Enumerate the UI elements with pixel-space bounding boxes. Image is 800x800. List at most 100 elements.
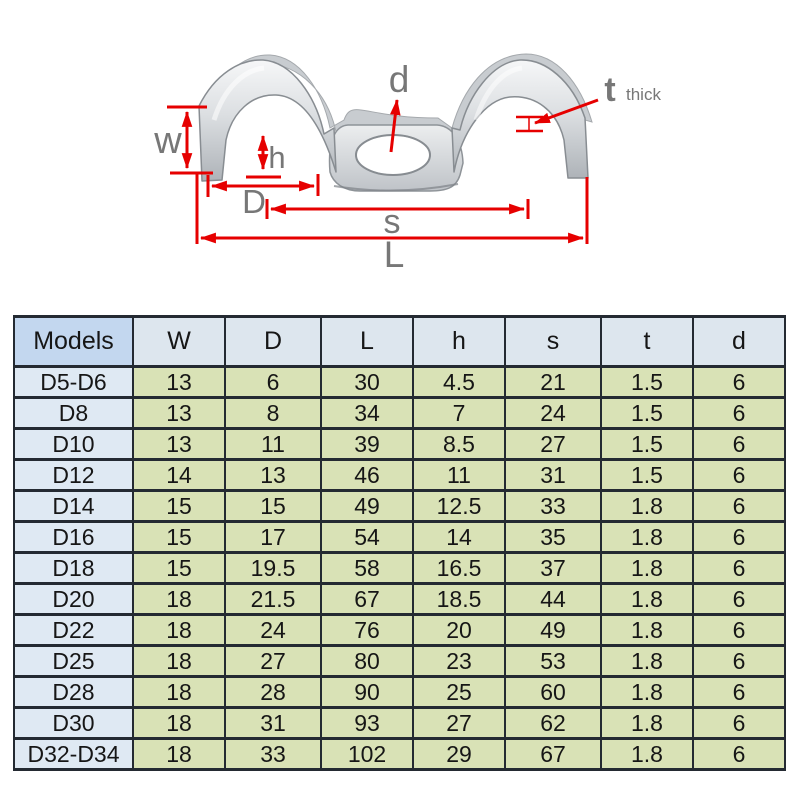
value-cell: 60 [504, 675, 602, 709]
value-cell: 6 [692, 675, 786, 709]
value-cell: 1.8 [600, 706, 694, 740]
dim-s [265, 199, 530, 219]
value-cell: 67 [504, 737, 602, 771]
clamp-back-edge [205, 53, 593, 133]
model-cell: D14 [13, 489, 134, 523]
value-cell: 29 [412, 737, 506, 771]
value-cell: 53 [504, 644, 602, 678]
value-cell: 13 [132, 365, 226, 399]
value-cell: 93 [320, 706, 414, 740]
label-h: h [268, 140, 285, 175]
value-cell: 27 [224, 644, 322, 678]
value-cell: 18 [132, 737, 226, 771]
model-cell: D10 [13, 427, 134, 461]
value-cell: 11 [224, 427, 322, 461]
value-cell: 25 [412, 675, 506, 709]
value-cell: 6 [692, 737, 786, 771]
value-cell: 18 [132, 613, 226, 647]
value-cell: 28 [224, 675, 322, 709]
model-cell: D30 [13, 706, 134, 740]
value-cell: 13 [132, 427, 226, 461]
value-cell: 1.8 [600, 551, 694, 585]
model-cell: D16 [13, 520, 134, 554]
model-cell: D12 [13, 458, 134, 492]
value-cell: 58 [320, 551, 414, 585]
value-cell: 6 [692, 582, 786, 616]
value-cell: 102 [320, 737, 414, 771]
value-cell: 1.8 [600, 582, 694, 616]
dim-D [206, 174, 320, 197]
dim-h [246, 134, 281, 179]
model-cell: D20 [13, 582, 134, 616]
value-cell: 6 [692, 396, 786, 430]
plate-bottom-shadow [333, 183, 459, 192]
value-cell: 33 [504, 489, 602, 523]
value-cell: 18 [132, 706, 226, 740]
value-cell: 39 [320, 427, 414, 461]
clamp-right-saddle [451, 59, 589, 179]
column-header-t: t [600, 315, 694, 368]
metal-highlight-left [211, 65, 265, 121]
model-cell: D22 [13, 613, 134, 647]
value-cell: 8.5 [412, 427, 506, 461]
column-header-w: W [132, 315, 226, 368]
value-cell: 14 [132, 458, 226, 492]
value-cell: 19.5 [224, 551, 322, 585]
value-cell: 1.5 [600, 427, 694, 461]
label-t: t [604, 71, 615, 109]
value-cell: 67 [320, 582, 414, 616]
dim-L [195, 174, 589, 244]
value-cell: 18 [132, 644, 226, 678]
value-cell: 35 [504, 520, 602, 554]
value-cell: 14 [412, 520, 506, 554]
label-d: d [389, 59, 410, 100]
value-cell: 30 [320, 365, 414, 399]
label-D: D [242, 183, 266, 220]
value-cell: 24 [504, 396, 602, 430]
model-cell: D5-D6 [13, 365, 134, 399]
dim-w [167, 105, 213, 175]
value-cell: 49 [320, 489, 414, 523]
value-cell: 13 [224, 458, 322, 492]
value-cell: 49 [504, 613, 602, 647]
value-cell: 37 [504, 551, 602, 585]
metal-highlight-right [473, 65, 523, 121]
value-cell: 1.5 [600, 396, 694, 430]
value-cell: 8 [224, 396, 322, 430]
dim-t [516, 98, 599, 133]
value-cell: 15 [224, 489, 322, 523]
value-cell: 18 [132, 582, 226, 616]
value-cell: 1.8 [600, 520, 694, 554]
value-cell: 1.8 [600, 644, 694, 678]
value-cell: 12.5 [412, 489, 506, 523]
column-header-d: D [224, 315, 322, 368]
model-cell: D25 [13, 644, 134, 678]
value-cell: 21.5 [224, 582, 322, 616]
value-cell: 24 [224, 613, 322, 647]
value-cell: 90 [320, 675, 414, 709]
value-cell: 18.5 [412, 582, 506, 616]
value-cell: 6 [692, 706, 786, 740]
value-cell: 54 [320, 520, 414, 554]
column-header-d: d [692, 315, 786, 368]
value-cell: 4.5 [412, 365, 506, 399]
clamp-dimension-diagram: w h D s L d t thick [153, 53, 661, 275]
dim-d-arrow [389, 98, 401, 153]
value-cell: 6 [692, 613, 786, 647]
column-header-models: Models [13, 315, 134, 368]
value-cell: 6 [692, 427, 786, 461]
value-cell: 21 [504, 365, 602, 399]
value-cell: 23 [412, 644, 506, 678]
value-cell: 6 [692, 520, 786, 554]
